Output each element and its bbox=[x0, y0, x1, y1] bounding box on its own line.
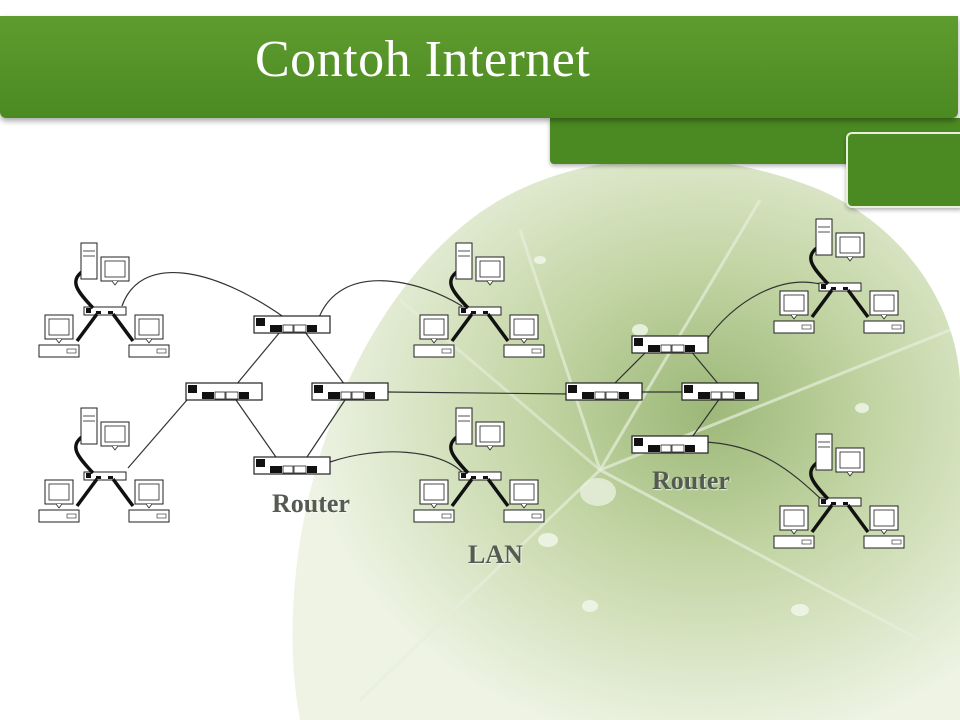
cable bbox=[449, 269, 470, 310]
network-link bbox=[704, 441, 823, 501]
cable bbox=[111, 312, 135, 343]
computer-icon bbox=[863, 505, 905, 549]
lan-label: LAN bbox=[468, 540, 523, 569]
router-icon bbox=[565, 382, 643, 401]
lan-cluster bbox=[773, 433, 905, 549]
cable bbox=[74, 434, 95, 475]
hub-icon bbox=[818, 497, 862, 507]
water-drop bbox=[632, 324, 648, 336]
slide-title: Contoh Internet bbox=[255, 31, 591, 88]
cable bbox=[111, 477, 135, 508]
water-drop bbox=[534, 256, 546, 264]
computer-icon bbox=[503, 314, 545, 358]
computer-icon bbox=[863, 290, 905, 334]
computer-icon bbox=[128, 479, 170, 523]
network-link bbox=[304, 399, 346, 461]
computer-icon bbox=[773, 290, 815, 334]
network-link bbox=[689, 397, 721, 441]
router-icon bbox=[253, 456, 331, 475]
server-icon bbox=[80, 242, 130, 286]
cable bbox=[75, 477, 99, 508]
lan-cluster bbox=[413, 242, 545, 358]
computer-icon bbox=[413, 314, 455, 358]
cable bbox=[486, 312, 510, 343]
computer-icon bbox=[38, 314, 80, 358]
server-icon bbox=[455, 407, 505, 451]
leaf-vein bbox=[598, 199, 762, 471]
network-link bbox=[387, 391, 571, 395]
network-link bbox=[317, 280, 463, 321]
server-icon bbox=[815, 218, 865, 262]
cable bbox=[449, 434, 470, 475]
computer-icon bbox=[773, 505, 815, 549]
router-icon bbox=[681, 382, 759, 401]
router-label-right: Router bbox=[652, 466, 730, 495]
router-icon bbox=[253, 315, 331, 334]
links-layer bbox=[121, 272, 823, 501]
cable bbox=[846, 288, 870, 319]
water-drop bbox=[538, 533, 558, 547]
hub-icon bbox=[83, 306, 127, 316]
water-drop bbox=[855, 403, 869, 413]
network-link bbox=[235, 331, 281, 386]
network-link bbox=[704, 281, 821, 343]
hub-icon bbox=[458, 306, 502, 316]
leaf-vein bbox=[599, 468, 921, 642]
hub-icon bbox=[83, 471, 127, 481]
network-link bbox=[304, 331, 346, 386]
lan-cluster bbox=[38, 242, 170, 358]
cable bbox=[450, 312, 474, 343]
server-icon bbox=[80, 407, 130, 451]
lan-cluster bbox=[773, 218, 905, 334]
cable bbox=[450, 477, 474, 508]
network-link bbox=[121, 272, 286, 319]
cable bbox=[809, 245, 830, 286]
computer-icon bbox=[128, 314, 170, 358]
computer-icon bbox=[503, 479, 545, 523]
leaf-vein bbox=[358, 468, 602, 702]
lan-cluster bbox=[413, 407, 545, 523]
water-drop bbox=[791, 604, 809, 616]
network-link bbox=[329, 451, 463, 473]
leaf-vein bbox=[518, 229, 602, 471]
title-bar bbox=[0, 16, 958, 118]
router-icon bbox=[185, 382, 263, 401]
server-icon bbox=[455, 242, 505, 286]
cable bbox=[74, 269, 95, 310]
water-drop bbox=[580, 478, 616, 506]
server-icon bbox=[815, 433, 865, 477]
hub-icon bbox=[818, 282, 862, 292]
water-drop bbox=[582, 600, 598, 612]
cable bbox=[810, 503, 834, 534]
network-link bbox=[611, 349, 649, 387]
computer-icon bbox=[413, 479, 455, 523]
router-icon bbox=[631, 435, 709, 454]
cable bbox=[846, 503, 870, 534]
router-icon bbox=[631, 335, 709, 354]
computer-icon bbox=[38, 479, 80, 523]
lan-cluster bbox=[38, 407, 170, 523]
cable bbox=[809, 460, 830, 501]
title-tab-side bbox=[846, 132, 960, 208]
network-link bbox=[235, 399, 279, 461]
cable bbox=[810, 288, 834, 319]
cable bbox=[75, 312, 99, 343]
cable bbox=[486, 477, 510, 508]
network-link bbox=[689, 349, 721, 387]
router-icon bbox=[311, 382, 389, 401]
router-label-left: Router bbox=[272, 489, 350, 518]
hub-icon bbox=[458, 471, 502, 481]
